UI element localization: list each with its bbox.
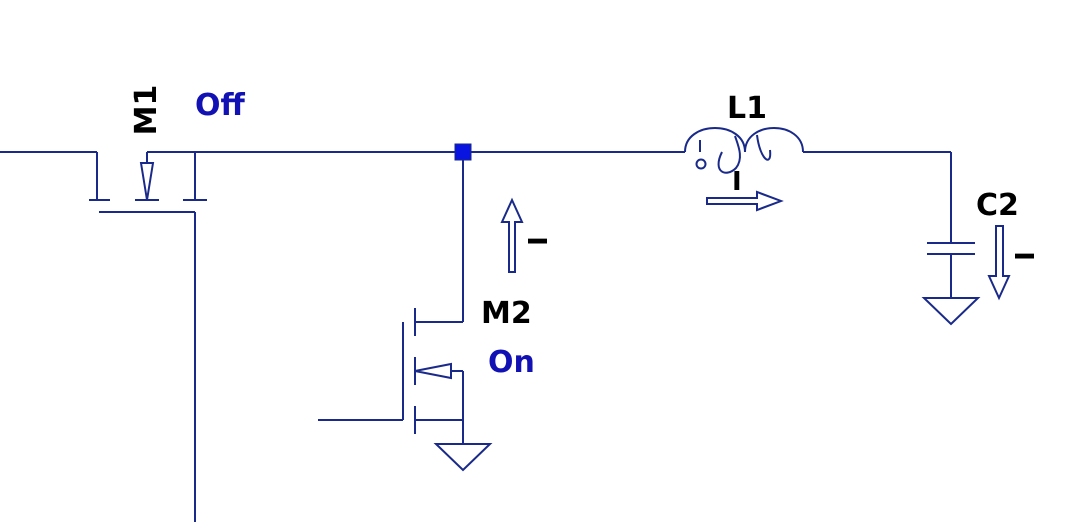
m2-current-arrow — [500, 197, 524, 273]
l1-current-label: I — [732, 167, 742, 197]
c2-current-label: I — [1011, 251, 1041, 261]
inductor-l1 — [684, 127, 804, 174]
l1-ref-label: L1 — [727, 91, 767, 126]
switch-node-junction — [454, 143, 472, 161]
mosfet-m2 — [402, 308, 493, 472]
c2-current-arrow — [987, 225, 1011, 301]
m1-state-label: Off — [195, 88, 246, 123]
wires — [0, 151, 952, 522]
m2-current-label: I — [524, 236, 554, 246]
m1-ref-label: M1 — [129, 85, 164, 136]
mosfet-m1 — [89, 152, 207, 213]
m2-state-label: On — [488, 345, 535, 380]
l1-current-arrow — [706, 190, 784, 212]
m2-ref-label: M2 — [481, 296, 532, 331]
c2-ref-label: C2 — [976, 188, 1019, 223]
capacitor-c2 — [921, 242, 981, 326]
